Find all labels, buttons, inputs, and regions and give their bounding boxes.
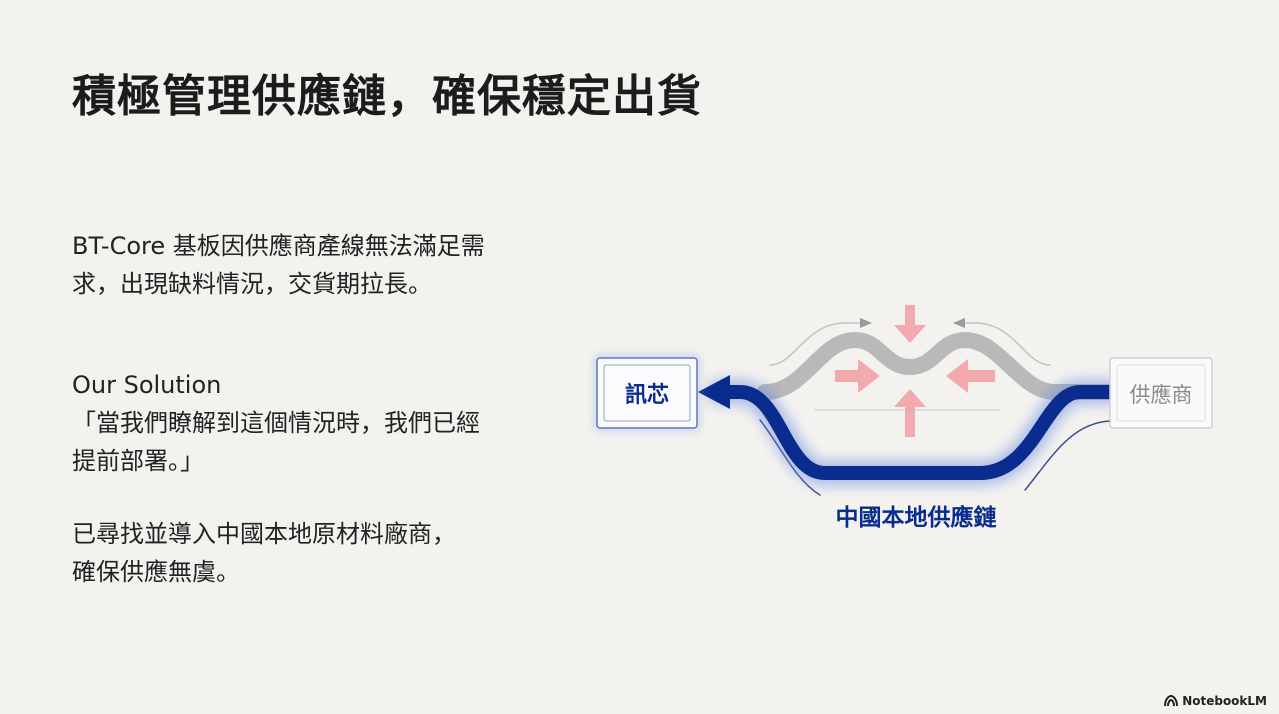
action-line-2: 確保供應無虞。: [72, 558, 240, 586]
quote-line-1: 「當我們瞭解到這個情況時，我們已經: [72, 409, 480, 437]
action-line-1: 已尋找並導入中國本地原材料廠商，: [72, 520, 456, 548]
quote-line-2: 提前部署。」: [72, 447, 204, 475]
notebooklm-logo-icon: [1164, 695, 1179, 707]
problem-line-1: BT-Core 基板因供應商產線無法滿足需: [72, 232, 485, 260]
pressure-arrow-bottom: [894, 389, 926, 437]
target-label: 訊芯: [625, 382, 669, 408]
route-label: 中國本地供應鏈: [836, 504, 997, 531]
pressure-arrow-left: [835, 359, 880, 393]
blocked-route: [757, 332, 1118, 400]
problem-text: BT-Core 基板因供應商產線無法滿足需 求，出現缺料情況，交貨期拉長。: [72, 227, 485, 303]
route-arrowhead-icon: [698, 375, 730, 409]
pressure-arrows: [835, 305, 995, 437]
supply-chain-diagram: 訊芯 供應商 中國本地供應鏈: [580, 295, 1230, 545]
notebooklm-label: NotebookLM: [1182, 694, 1267, 708]
source-label: 供應商: [1130, 383, 1193, 407]
source-box: 供應商: [1109, 357, 1213, 429]
pressure-arrow-top: [894, 305, 926, 343]
pressure-arrow-right: [946, 359, 995, 393]
notebooklm-badge: NotebookLM: [1164, 694, 1267, 708]
slide-title: 積極管理供應鏈，確保穩定出貨: [72, 71, 702, 122]
solution-heading: Our Solution: [72, 371, 222, 399]
problem-line-2: 求，出現缺料情況，交貨期拉長。: [72, 270, 432, 298]
target-box: 訊芯: [594, 355, 700, 431]
local-supply-route: [698, 375, 1123, 486]
action-text: 已尋找並導入中國本地原材料廠商， 確保供應無虞。: [72, 515, 456, 591]
solution-quote: 「當我們瞭解到這個情況時，我們已經 提前部署。」: [72, 404, 480, 480]
